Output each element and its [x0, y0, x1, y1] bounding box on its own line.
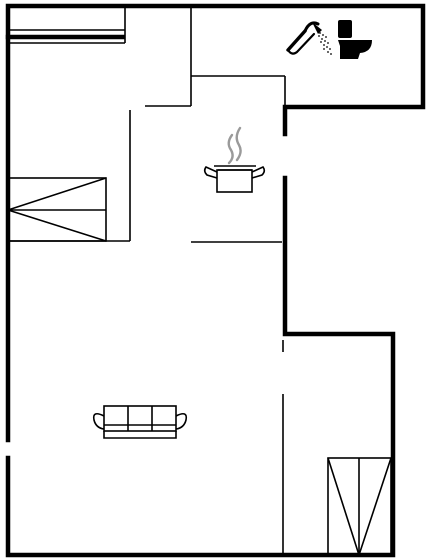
living-room — [92, 340, 284, 555]
outer-wall-north — [5, 3, 426, 443]
wardrobe-icon — [327, 457, 392, 556]
bathroom — [286, 20, 372, 59]
shower-icon — [286, 21, 332, 55]
kitchen — [191, 126, 282, 243]
entry — [327, 457, 392, 556]
cooking-pot-icon — [203, 126, 266, 193]
hall-partitions — [145, 6, 286, 107]
outer-wall-east — [5, 175, 396, 558]
bedroom — [5, 6, 131, 242]
bed-icon — [7, 177, 107, 242]
sofa-icon — [92, 405, 188, 439]
toilet-icon — [338, 20, 372, 59]
outer-walls — [5, 3, 426, 558]
